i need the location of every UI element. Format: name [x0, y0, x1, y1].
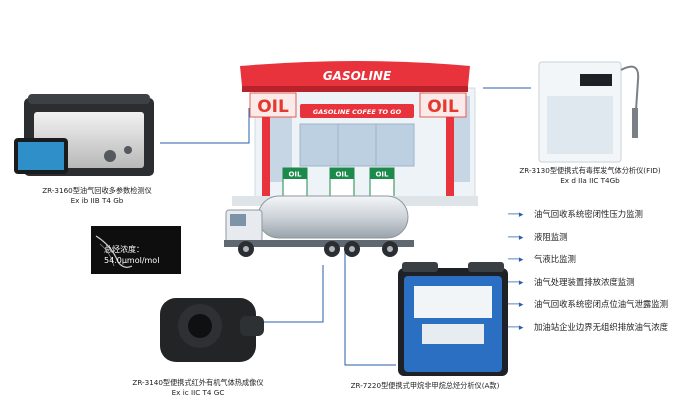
zr3130-device: [538, 61, 640, 163]
application-label: 加油站企业边界无组织排放油气浓度: [534, 321, 668, 332]
pump-label-1: OIL: [288, 171, 302, 179]
canopy-brand-text: GASOLINE: [323, 69, 392, 83]
application-label: 油气处理装置排放浓度监测: [534, 276, 635, 287]
application-list: ──▸ 油气回收系统密闭性压力监测 ──▸ 液阻监测 ──▸ 气液比监测 ──▸ 油气处…: [508, 208, 668, 343]
application-item: ──▸ 气液比监测: [508, 253, 668, 276]
arrow-right-icon: ──▸: [508, 210, 524, 220]
thermal-readout-value: 54.0μmol/mol: [104, 256, 160, 265]
zr3130-rating: Ex d IIa IIC T4Gb: [560, 176, 620, 185]
arrow-right-icon: ──▸: [508, 300, 524, 310]
tanker-truck: [224, 195, 414, 257]
arrow-right-icon: ──▸: [508, 255, 524, 265]
pump-label-3: OIL: [375, 171, 389, 179]
arrow-right-icon: ──▸: [508, 322, 524, 333]
application-label: 液阻监测: [534, 231, 568, 242]
application-item: ──▸ 油气处理装置排放浓度监测: [508, 276, 668, 299]
oil-sign-right: OIL: [427, 97, 459, 117]
application-item: ──▸ 油气回收系统密闭性压力监测: [508, 208, 668, 231]
thermal-readout-label: 总烃浓度：: [104, 245, 144, 254]
caption-zr3160: ZR-3160型油气回收多参数检测仪 Ex ib IIB T4 Gb: [22, 186, 172, 206]
oil-sign-left: OIL: [257, 97, 289, 117]
arrow-right-icon: ──▸: [508, 277, 524, 288]
zr3160-rating: Ex ib IIB T4 Gb: [70, 196, 124, 205]
caption-zr7220: ZR-7220型便携式甲烷非甲烷总烃分析仪(A款): [330, 381, 520, 391]
application-item: ──▸ 液阻监测: [508, 231, 668, 254]
application-label: 油气回收系统密闭性压力监测: [534, 209, 643, 219]
connector-zr7220: [344, 252, 396, 366]
thermal-image: [91, 226, 181, 274]
arrow-right-icon: ──▸: [508, 232, 524, 243]
caption-zr3140: ZR-3140型便携式红外有机气体热成像仪 Ex ic IIC T4 GC: [118, 378, 278, 398]
zr3160-title: ZR-3160型油气回收多参数检测仪: [42, 186, 152, 195]
zr3140-title: ZR-3140型便携式红外有机气体热成像仪: [132, 378, 264, 387]
thermal-readout: 总烃浓度： 54.0μmol/mol: [104, 244, 159, 266]
pump-label-2: OIL: [335, 171, 349, 179]
fuel-pumps: OIL OIL OIL: [282, 167, 395, 201]
canopy-roof: [240, 61, 470, 86]
application-label: 油气回收系统密闭点位油气泄露监测: [534, 299, 668, 309]
connector-zr3140: [262, 265, 324, 323]
zr7220-title: ZR-7220型便携式甲烷非甲烷总烃分析仪(A款): [350, 381, 500, 390]
zr7220-device: [398, 262, 508, 376]
application-item: ──▸ 油气回收系统密闭点位油气泄露监测: [508, 298, 668, 321]
connector-zr3160: [160, 108, 250, 144]
zr3140-device: [160, 298, 264, 362]
caption-zr3130: ZR-3130型便携式有毒挥发气体分析仪(FID) Ex d IIa IIC T…: [500, 166, 680, 186]
zr3130-title: ZR-3130型便携式有毒挥发气体分析仪(FID): [519, 166, 661, 175]
gas-station: GASOLINE OIL OIL GASOLINE COFEE TO GO OI…: [232, 61, 478, 206]
zr3160-device: [14, 94, 154, 176]
application-label: 气液比监测: [534, 254, 576, 264]
zr3140-rating: Ex ic IIC T4 GC: [171, 388, 225, 397]
connector-lines: [160, 87, 531, 366]
shop-sign-text: GASOLINE COFEE TO GO: [313, 108, 402, 116]
application-item: ──▸ 加油站企业边界无组织排放油气浓度: [508, 321, 668, 344]
